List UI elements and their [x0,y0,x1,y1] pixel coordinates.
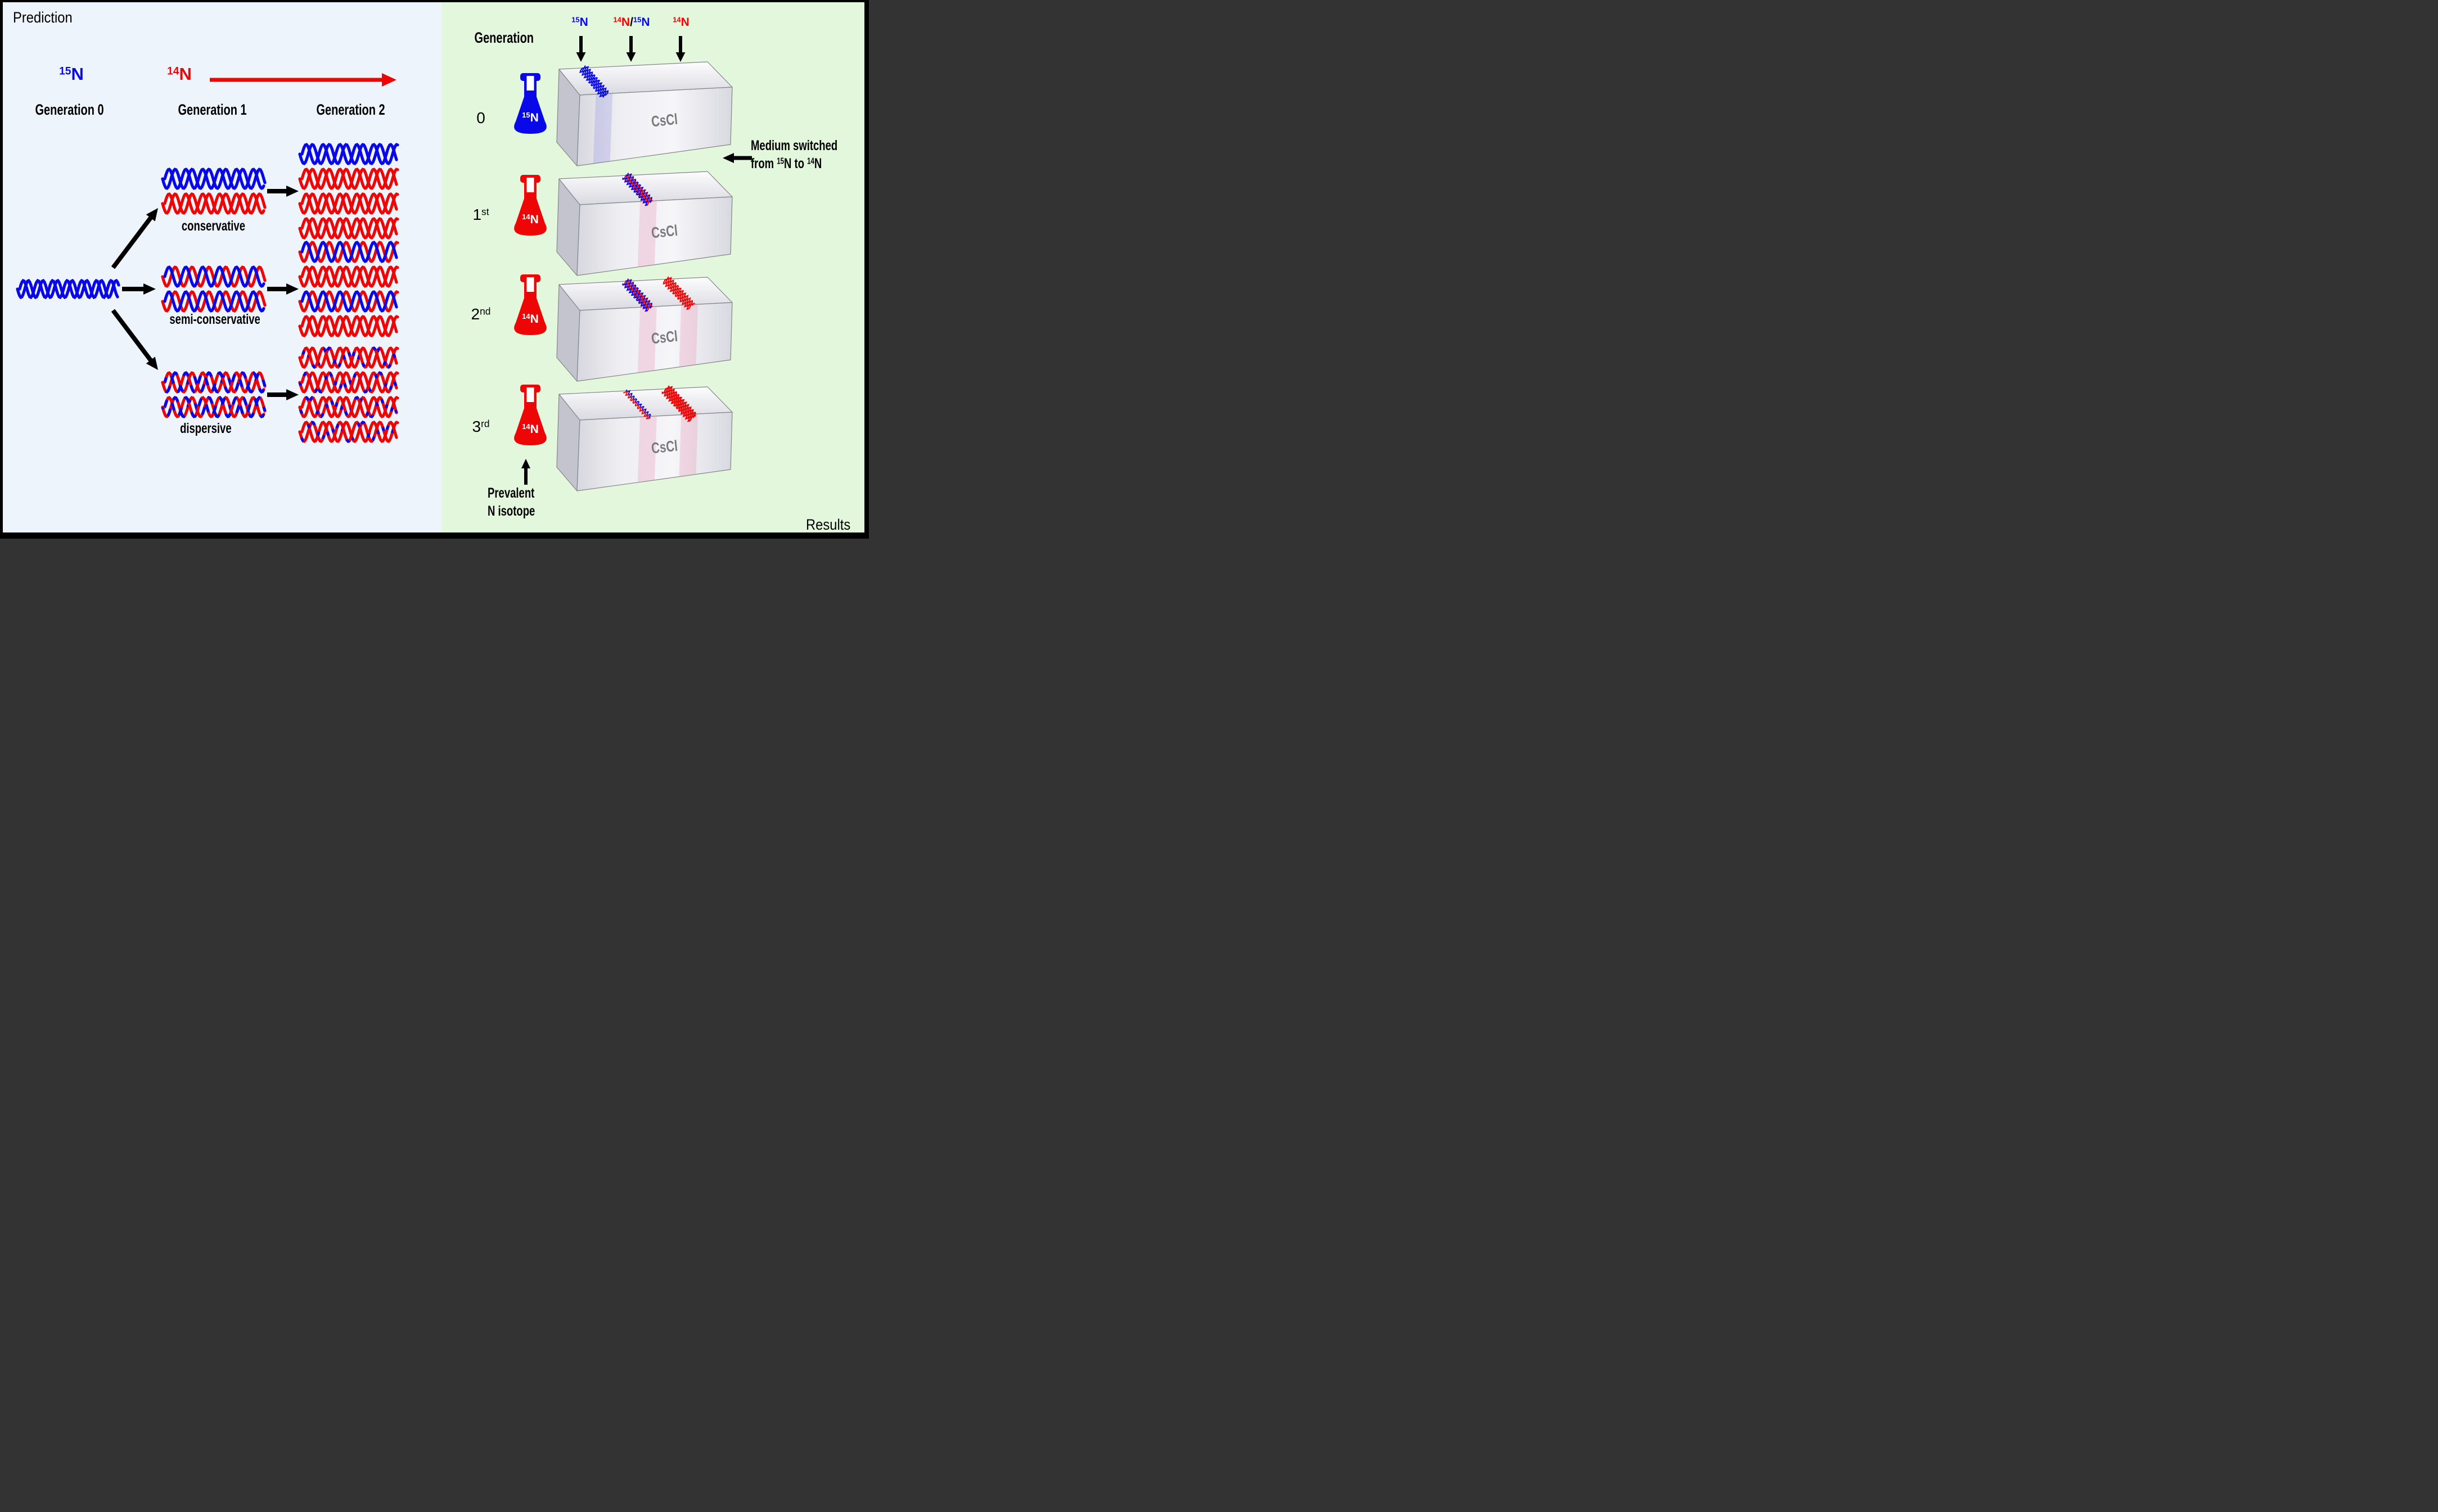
right-panel-title: Results [806,516,851,532]
semi-conservative-label: semi-conservative [169,312,260,327]
medium-note-line1: Medium switched [751,138,838,154]
generation-row-label-1: 1st [472,206,489,223]
generation-1-label: Generation 1 [178,101,247,118]
medium-note-line2: from 15N to 14N [751,156,822,171]
left-panel-title: Prediction [13,9,73,26]
column-label-0: 15N [571,15,588,29]
generation-row-label-3: 3rd [472,418,490,435]
generation-header: Generation [474,29,534,46]
generation-row-label-0: 0 [476,109,485,127]
dispersive-label: dispersive [179,421,232,436]
prevalent-note-line1: Prevalent [488,485,535,501]
conservative-label: conservative [181,218,246,234]
generation-0-label: Generation 0 [35,101,104,118]
isotope-15n-label: 15N [59,64,84,84]
generation-row-label-2: 2nd [471,305,491,323]
column-label-2: 14N [673,15,690,29]
generation-2-label: Generation 2 [316,101,385,118]
prevalent-note-line2: N isotope [488,503,535,519]
slash: / [630,16,633,29]
isotope-14n-label: 14N [167,64,192,84]
column-label-1: 14N/15N [613,15,650,29]
